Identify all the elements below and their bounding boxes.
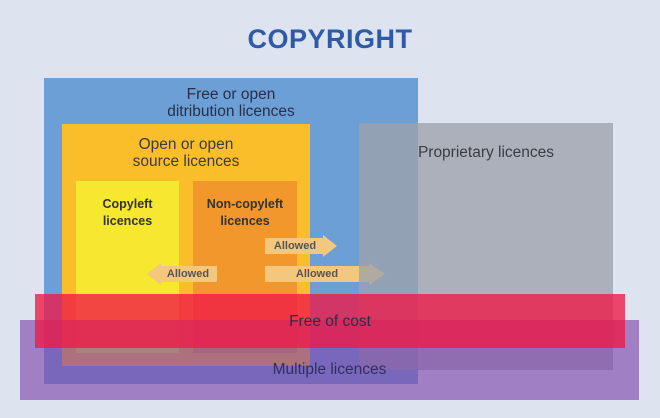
- right-arrow-icon: [265, 263, 385, 285]
- free-of-cost-label: Free of cost: [289, 313, 371, 330]
- arrow-label: Allowed: [166, 268, 210, 280]
- free-of-cost-region: [35, 294, 625, 348]
- arrow-label: Allowed: [295, 268, 339, 280]
- allowed-arrow-to-proprietary-top: Allowed: [265, 235, 337, 257]
- open-source-label: Open or open source licences: [132, 136, 240, 170]
- proprietary-label: Proprietary licences: [417, 144, 555, 161]
- non-copyleft-label: Non-copyleft licences: [206, 197, 284, 228]
- right-arrow-icon: [265, 235, 337, 257]
- multiple-licences-label: Multiple licences: [272, 361, 387, 378]
- allowed-arrow-to-proprietary-bottom: Allowed: [265, 263, 385, 285]
- left-arrow-icon: [147, 263, 217, 285]
- page-title: COPYRIGHT: [247, 24, 413, 54]
- allowed-arrow-to-copyleft: Allowed: [147, 263, 217, 285]
- copyleft-label: Copyleft licences: [102, 197, 153, 228]
- free-open-distribution-label: Free or open ditribution licences: [167, 86, 295, 120]
- arrow-label: Allowed: [273, 240, 317, 252]
